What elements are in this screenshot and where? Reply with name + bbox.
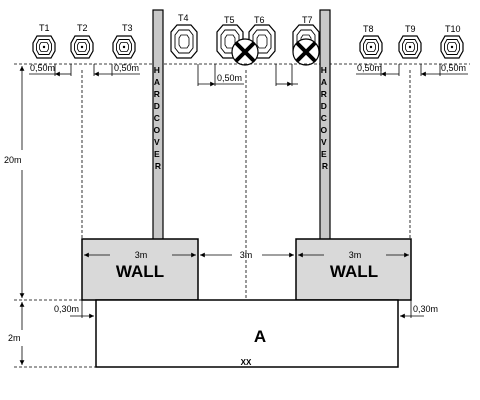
label-t9: T9: [405, 24, 416, 34]
svg-text:0,50m: 0,50m: [357, 63, 382, 73]
dim-wall-gap: 3m: [200, 250, 294, 260]
dim-gap-t6-t7: [275, 64, 298, 87]
label-t7: T7: [302, 15, 313, 25]
target-t1-icon: [32, 35, 56, 59]
target-t10-icon: [440, 35, 464, 59]
start-mark: XX: [241, 358, 252, 367]
label-t10: T10: [445, 24, 461, 34]
dim-wall-right-width: 3m: [298, 250, 409, 260]
svg-text:0,50m: 0,50m: [114, 63, 139, 73]
svg-text:20m: 20m: [4, 155, 22, 165]
shooting-area: [95, 299, 399, 368]
no-shoot-left-icon: [230, 37, 260, 67]
label-t3: T3: [122, 23, 133, 33]
svg-text:0,50m: 0,50m: [217, 73, 242, 83]
wall-left: [81, 238, 199, 301]
dim-height-area: 2m: [8, 302, 96, 368]
dim-height-range: 20m: [4, 66, 82, 301]
svg-text:3m: 3m: [135, 250, 148, 260]
dim-gap-t1-t2: 0,50m: [29, 63, 72, 77]
wall-right-label: WALL: [330, 262, 378, 281]
wall-left-label: WALL: [116, 262, 164, 281]
dim-wall-left-width: 3m: [84, 250, 196, 260]
dim-gap-t2-t3: 0,50m: [93, 63, 140, 77]
label-t4: T4: [178, 13, 189, 23]
dim-gap-t4-t5: 0,50m: [197, 64, 244, 87]
hardcover-right-label: H A R D C O V E R: [321, 65, 330, 171]
dim-gap-t9-t10: 0,50m: [420, 63, 468, 77]
svg-text:3m: 3m: [240, 250, 253, 260]
area-label: A: [254, 327, 266, 346]
target-t9-icon: [398, 35, 422, 59]
dim-gap-t8-t9: 0,50m: [356, 63, 400, 77]
dim-offset-right: 0,30m: [400, 300, 438, 319]
svg-text:3m: 3m: [349, 250, 362, 260]
target-t3-icon: [112, 35, 136, 59]
dim-offset-left: 0,30m: [54, 300, 94, 319]
svg-text:0,30m: 0,30m: [413, 304, 438, 314]
svg-text:0,50m: 0,50m: [441, 63, 466, 73]
svg-text:0,50m: 0,50m: [30, 63, 55, 73]
hardcover-left-label: H A R D C O V E R: [154, 65, 163, 171]
label-t1: T1: [39, 23, 50, 33]
label-t6: T6: [254, 15, 265, 25]
label-t2: T2: [77, 23, 88, 33]
no-shoot-right-icon: [291, 37, 321, 67]
label-t8: T8: [363, 24, 374, 34]
target-t4-icon: [170, 24, 198, 59]
target-t2-icon: [70, 35, 94, 59]
svg-text:0,30m: 0,30m: [54, 304, 79, 314]
svg-text:2m: 2m: [8, 333, 21, 343]
target-t8-icon: [359, 35, 383, 59]
label-t5: T5: [224, 15, 235, 25]
